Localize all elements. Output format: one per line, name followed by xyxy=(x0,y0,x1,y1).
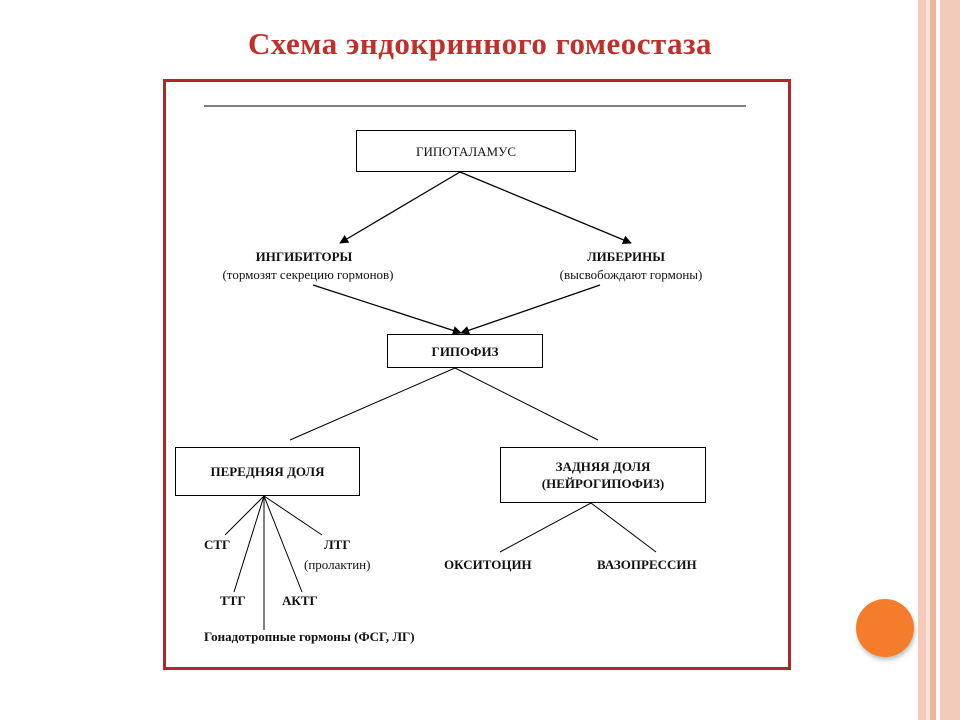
decorative-orange-circle xyxy=(856,599,914,657)
edge-anterior-stg xyxy=(224,495,265,536)
node-oxytocin: ОКСИТОЦИН xyxy=(444,557,532,572)
edge-posterior-vasopressin xyxy=(590,502,657,553)
node-ltg-note: (пролактин) xyxy=(304,557,371,572)
node-anterior-lobe-label: ПЕРЕДНЯЯ ДОЛЯ xyxy=(210,464,325,479)
node-posterior-lobe-line1: ЗАДНЯЯ ДОЛЯ xyxy=(555,459,651,474)
side-stripe-1 xyxy=(918,0,926,720)
edge-anterior-ltg xyxy=(263,495,323,536)
edge-inhibitors-pituitary xyxy=(312,284,462,335)
node-hypothalamus: ГИПОТАЛАМУС xyxy=(356,130,576,172)
node-hypothalamus-label: ГИПОТАЛАМУС xyxy=(415,143,516,159)
edge-pituitary-posterior xyxy=(454,367,599,441)
node-anterior-lobe: ПЕРЕДНЯЯ ДОЛЯ xyxy=(175,447,360,496)
edge-pituitary-anterior xyxy=(289,367,456,441)
slide-title: Схема эндокринного гомеостаза xyxy=(247,26,713,61)
edge-hypothalamus-inhibitors xyxy=(339,171,461,244)
diagram-frame xyxy=(163,79,791,670)
node-pituitary-label: ГИПОФИЗ xyxy=(431,343,499,359)
node-stg: СТГ xyxy=(204,537,231,552)
node-liberins-note: (высвобождают гормоны) xyxy=(559,267,703,282)
node-posterior-lobe-line2: (НЕЙРОГИПОФИЗ) xyxy=(541,476,665,491)
side-stripe-4 xyxy=(926,0,930,720)
edge-liberins-pituitary xyxy=(460,284,601,335)
node-pituitary: ГИПОФИЗ xyxy=(387,334,543,368)
node-posterior-lobe: ЗАДНЯЯ ДОЛЯ (НЕЙРОГИПОФИЗ) xyxy=(500,447,706,503)
node-liberins-label: ЛИБЕРИНЫ xyxy=(587,249,665,264)
node-aktg: АКТГ xyxy=(282,593,318,608)
node-vasopressin: ВАЗОПРЕССИН xyxy=(597,557,697,572)
edge-posterior-oxytocin xyxy=(499,502,592,553)
node-inhibitors-note: (тормозят секрецию гормонов) xyxy=(222,267,394,282)
node-inhibitors-label: ИНГИБИТОРЫ xyxy=(255,249,353,264)
node-ttg: ТТГ xyxy=(220,593,246,608)
edge-anterior-ttg xyxy=(233,495,265,593)
node-gonadotropic: Гонадотропные гормоны (ФСГ, ЛГ) xyxy=(204,629,415,644)
side-stripe-3 xyxy=(940,0,960,720)
side-stripe-2 xyxy=(930,0,936,720)
edge-hypothalamus-liberins xyxy=(459,171,632,245)
edge-anterior-aktg xyxy=(263,495,303,593)
node-ltg: ЛТГ xyxy=(324,537,351,552)
